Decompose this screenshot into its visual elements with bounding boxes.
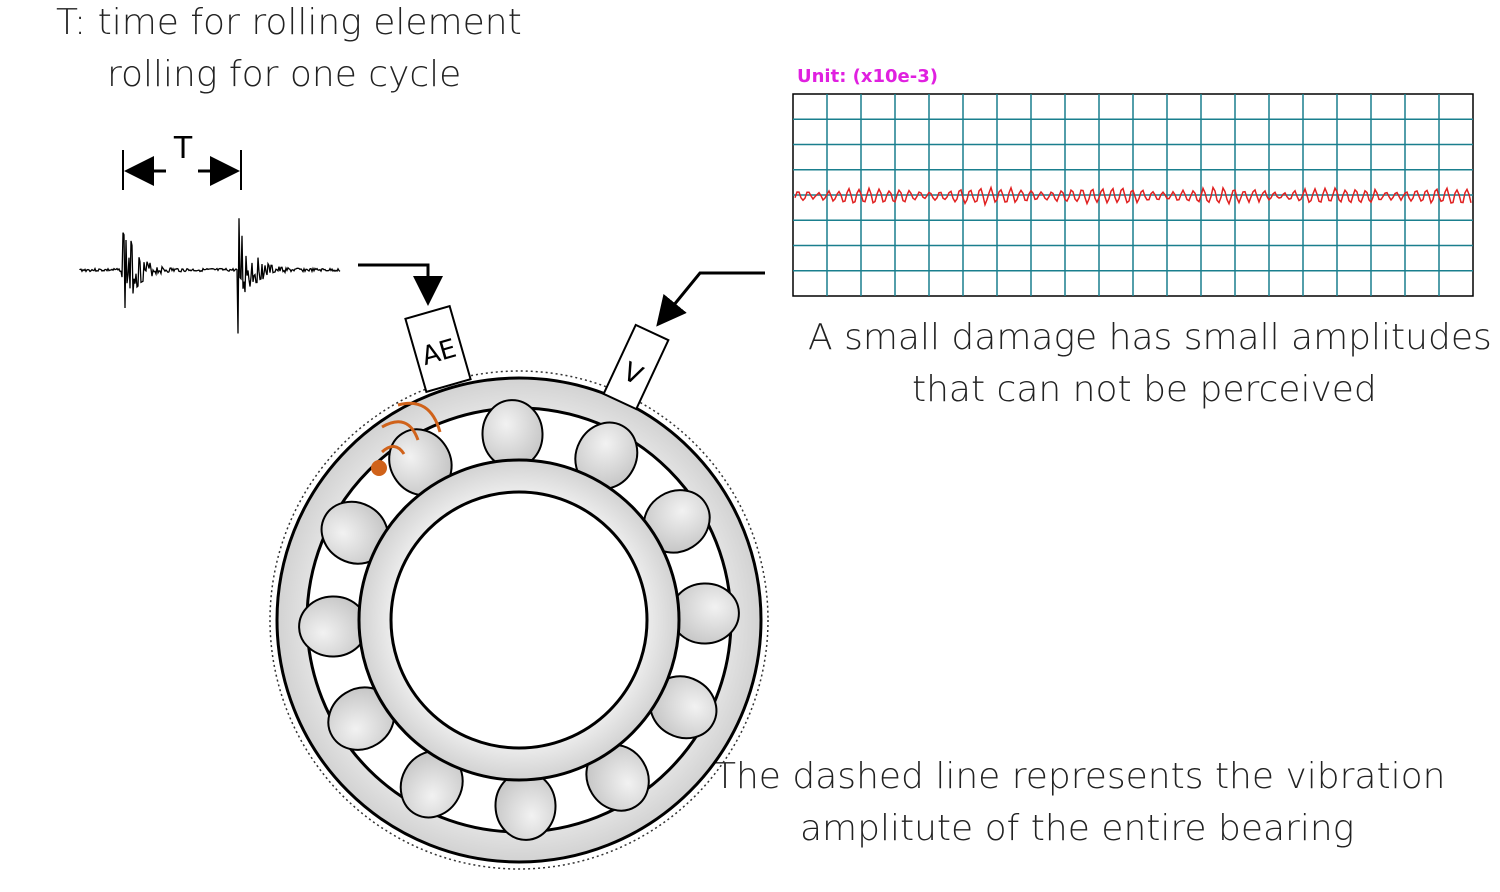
period-symbol: T (173, 131, 193, 166)
vibration-trace (794, 185, 1472, 208)
ae-burst-signal (79, 218, 341, 334)
rolling-elements (298, 399, 740, 841)
dashed-line-caption-line-1: The dashed line represents the vibration (714, 756, 1446, 797)
small-damage-caption-line-1: A small damage has small amplitudes (808, 317, 1492, 358)
vibration-amplitude-dashed-circle (269, 370, 769, 870)
title-line-1: T: time for rolling element (56, 2, 522, 43)
unit-label: Unit: (x10e-3) (797, 66, 938, 87)
v-sensor-body (602, 323, 670, 411)
v-sensor: V (602, 323, 670, 411)
bearing (269, 370, 769, 870)
dashed-line-caption-line-2: amplitute of the entire bearing (800, 808, 1355, 849)
rolling-element-ball (481, 399, 544, 470)
ae-wave-1 (380, 445, 406, 455)
damage-point (371, 460, 387, 476)
rolling-element-ball (298, 595, 369, 658)
rolling-element-ball (494, 770, 557, 841)
ae-wave-3 (397, 401, 442, 433)
ae-pointer-arrow (358, 263, 443, 306)
rolling-element-ball (669, 582, 740, 645)
small-damage-caption-line-2: that can not be perceived (912, 369, 1377, 410)
period-indicator: T (122, 131, 242, 190)
vibration-monitor (792, 93, 1474, 297)
ae-sensor: AE (404, 304, 472, 394)
ae-wave-2 (381, 420, 420, 441)
v-pointer-arrow (656, 271, 765, 327)
inner-bore (389, 490, 649, 750)
title-line-2: rolling for one cycle (107, 54, 462, 95)
ae-sensor-body (404, 304, 472, 394)
damage-emission (371, 401, 442, 476)
monitor-grid (793, 94, 1473, 296)
